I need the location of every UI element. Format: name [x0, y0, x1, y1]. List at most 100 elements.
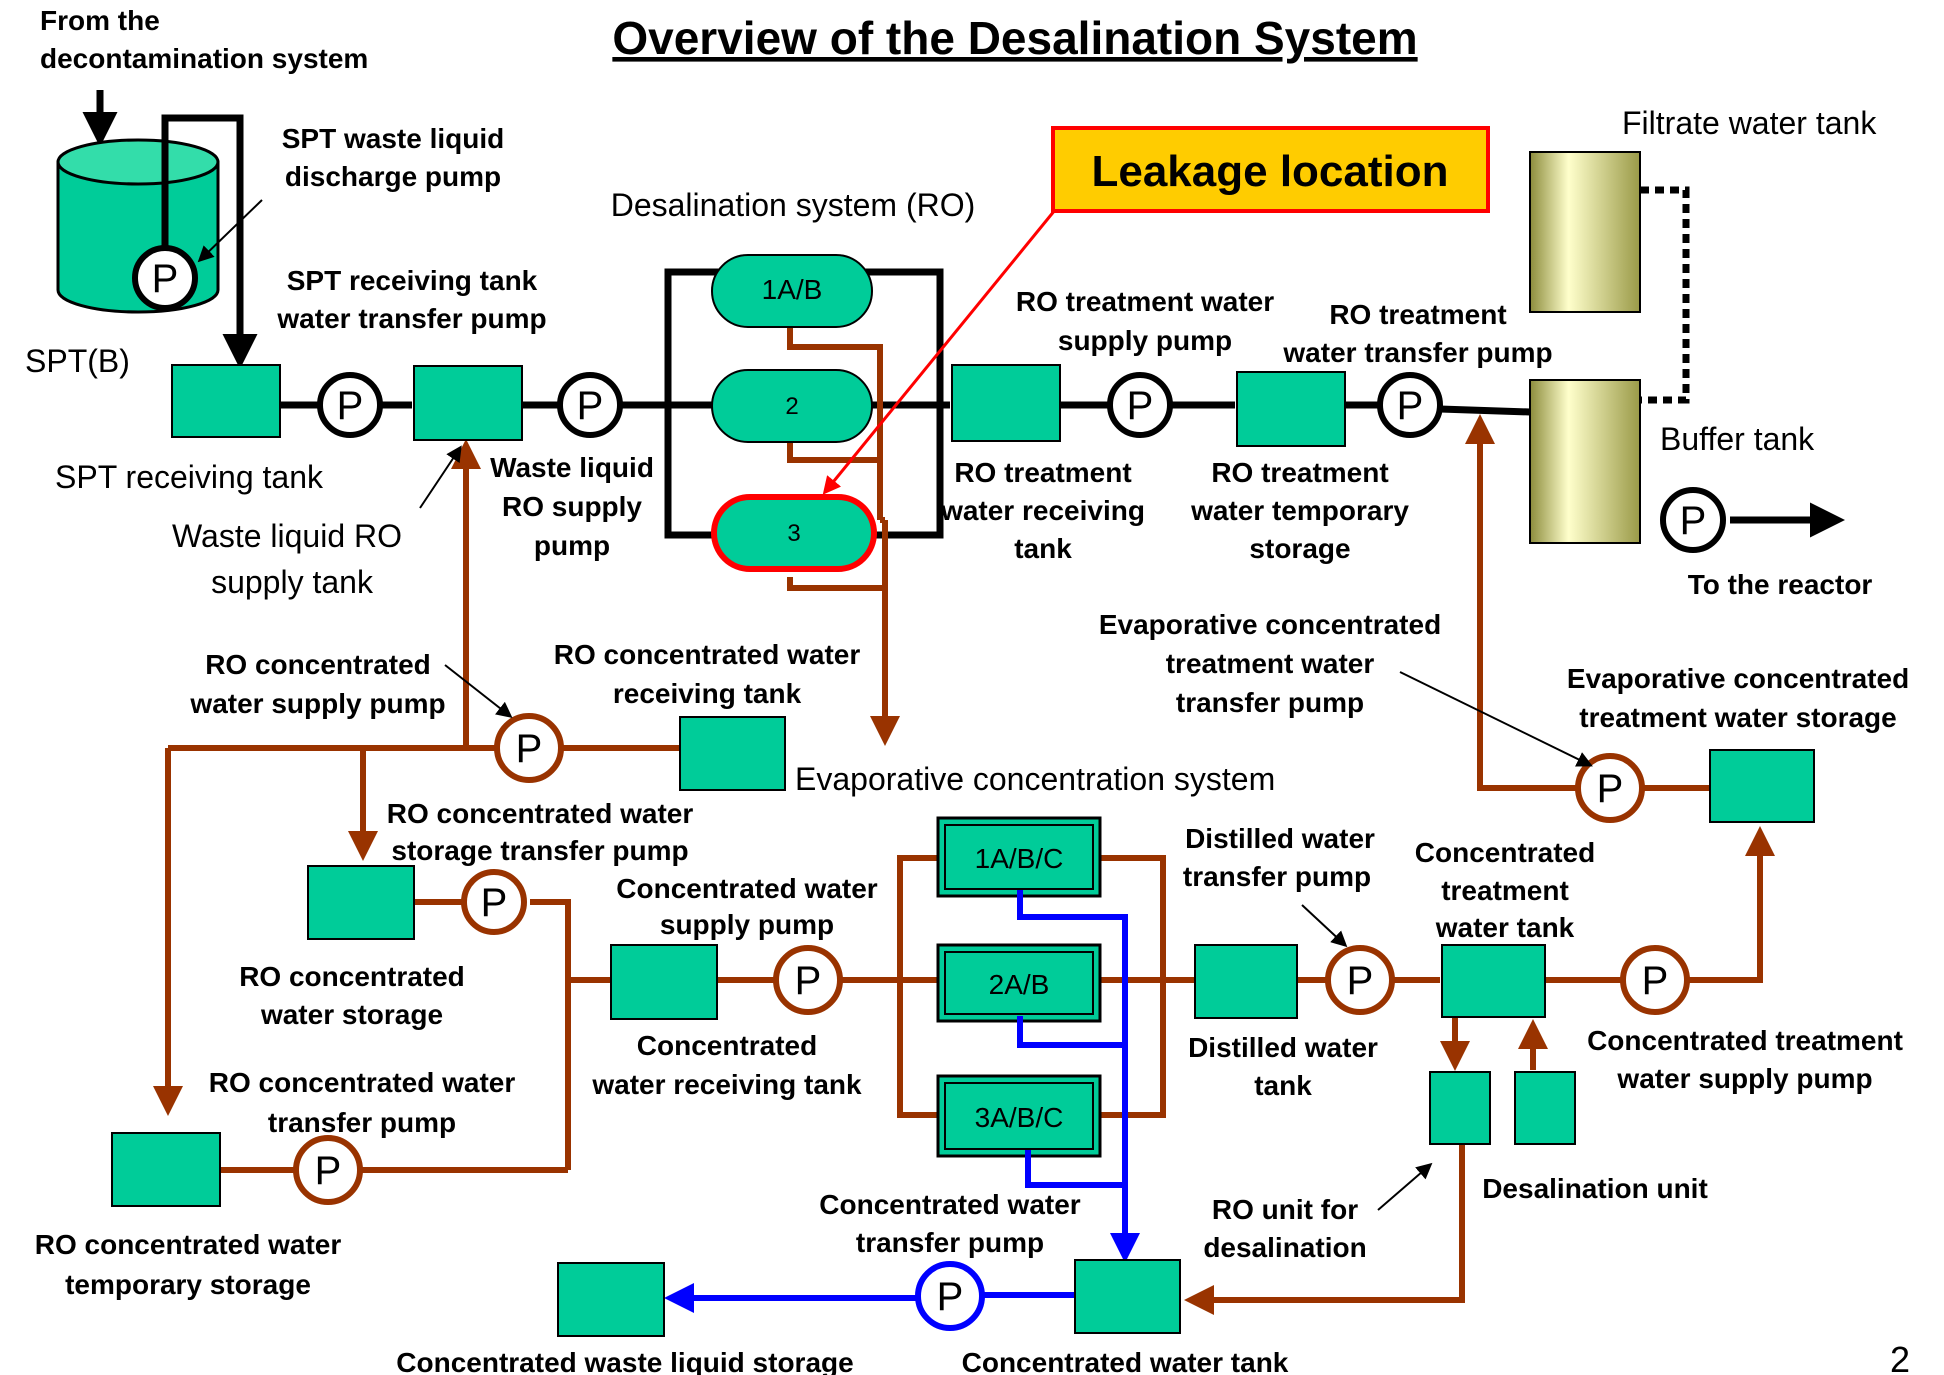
svg-text:storage transfer pump: storage transfer pump — [391, 835, 688, 866]
spt-receiving-tank-box — [171, 364, 281, 438]
conc-supply-pump — [773, 945, 843, 1015]
ro-conc-receiving-tank-box — [679, 716, 786, 791]
waste-ro-supply-pump — [557, 372, 623, 438]
buffer-tank — [1529, 379, 1641, 544]
spt-waste-discharge-pump — [132, 245, 198, 311]
svg-text:treatment water storage: treatment water storage — [1579, 702, 1896, 733]
svg-text:tank: tank — [1014, 533, 1072, 564]
ro-conc-temp-box — [111, 1132, 221, 1207]
svg-text:transfer pump: transfer pump — [268, 1107, 456, 1138]
svg-text:SPT waste liquid: SPT waste liquid — [282, 123, 504, 154]
svg-text:SPT(B): SPT(B) — [25, 343, 130, 379]
evap-conc-transfer-pump — [1575, 753, 1645, 823]
ro-treatment-supply-pump — [1107, 372, 1173, 438]
svg-text:Buffer tank: Buffer tank — [1660, 421, 1815, 457]
svg-text:transfer pump: transfer pump — [1176, 687, 1364, 718]
svg-text:Filtrate water tank: Filtrate water tank — [1622, 105, 1877, 141]
svg-text:water supply pump: water supply pump — [189, 688, 445, 719]
svg-text:RO unit for: RO unit for — [1212, 1194, 1358, 1225]
ro-treatment-transfer-pump — [1377, 372, 1443, 438]
ro-conc-storage-box — [307, 865, 415, 940]
svg-text:Concentrated water tank: Concentrated water tank — [962, 1347, 1289, 1375]
evap-blue-stubs — [1017, 890, 1031, 1185]
svg-text:Desalination system (RO): Desalination system (RO) — [611, 187, 976, 223]
svg-text:P: P — [1680, 499, 1707, 543]
conc-waste-storage-box — [557, 1262, 665, 1337]
leakage-callout-box — [1051, 126, 1490, 213]
ro-vessel-2-label: 2 — [785, 393, 798, 420]
reactor-feed-pump — [1660, 487, 1726, 553]
svg-text:supply pump: supply pump — [660, 909, 834, 940]
svg-text:Evaporative concentrated: Evaporative concentrated — [1567, 663, 1909, 694]
ro-treatment-receiving-tank-box — [951, 364, 1061, 442]
svg-text:RO concentrated: RO concentrated — [205, 649, 431, 680]
ro-vessel-3-label: 3 — [787, 520, 800, 547]
svg-text:Desalination unit: Desalination unit — [1482, 1173, 1708, 1204]
svg-text:P: P — [795, 959, 822, 1003]
svg-text:discharge pump: discharge pump — [285, 161, 501, 192]
svg-text:SPT receiving tank: SPT receiving tank — [287, 265, 538, 296]
svg-text:water transfer pump: water transfer pump — [276, 303, 546, 334]
svg-text:RO concentrated water: RO concentrated water — [554, 639, 861, 670]
pumps — [132, 245, 1726, 1331]
evap-1-label: 1A/B/C — [975, 843, 1064, 874]
svg-text:Concentrated treatment: Concentrated treatment — [1587, 1025, 1903, 1056]
svg-text:Waste liquid RO: Waste liquid RO — [172, 518, 402, 554]
evap-2-label: 2A/B — [989, 969, 1050, 1000]
svg-text:transfer pump: transfer pump — [1183, 861, 1371, 892]
ro-conc-supply-pump — [494, 713, 564, 783]
distilled-tank-box — [1194, 944, 1298, 1019]
svg-text:RO concentrated water: RO concentrated water — [35, 1229, 342, 1260]
svg-text:RO treatment: RO treatment — [1329, 299, 1506, 330]
svg-text:To the reactor: To the reactor — [1688, 569, 1873, 600]
svg-text:P: P — [1597, 767, 1624, 811]
filtrate-water-tank — [1529, 151, 1641, 313]
svg-text:Concentrated: Concentrated — [1415, 837, 1595, 868]
svg-text:RO concentrated water: RO concentrated water — [387, 798, 694, 829]
svg-text:P: P — [577, 384, 604, 428]
page-title: Overview of the Desalination System — [612, 12, 1417, 64]
svg-text:Distilled water: Distilled water — [1188, 1032, 1378, 1063]
svg-text:water transfer pump: water transfer pump — [1282, 337, 1552, 368]
ro-vessel-1-label: 1A/B — [762, 274, 823, 305]
evaporators — [936, 816, 1102, 1158]
ro-treatment-temp-box — [1236, 371, 1346, 447]
pump-letters: P P P P P P P P P P P P P P — [152, 257, 1707, 1319]
ro-vessels — [711, 254, 877, 572]
conc-water-tank-box — [1074, 1259, 1181, 1334]
svg-text:water storage: water storage — [260, 999, 443, 1030]
label-from-decon-2: decontamination system — [40, 43, 368, 74]
svg-text:supply tank: supply tank — [211, 564, 374, 600]
spt-receiving-transfer-pump — [317, 372, 383, 438]
svg-text:water receiving tank: water receiving tank — [591, 1069, 862, 1100]
leakage-pointer-arrow — [822, 209, 1057, 495]
svg-text:pump: pump — [534, 530, 610, 561]
svg-text:Concentrated: Concentrated — [637, 1030, 817, 1061]
tanks — [111, 364, 1815, 1337]
svg-text:supply pump: supply pump — [1058, 325, 1232, 356]
svg-text:RO treatment: RO treatment — [1211, 457, 1388, 488]
svg-text:P: P — [337, 384, 364, 428]
svg-text:temporary storage: temporary storage — [65, 1269, 311, 1300]
desal-unit-right-box — [1514, 1071, 1576, 1145]
conc-water-transfer-pump — [915, 1261, 985, 1331]
svg-text:P: P — [1397, 384, 1424, 428]
svg-text:P: P — [1127, 384, 1154, 428]
filtrate-buffer-link — [1640, 186, 1690, 404]
svg-text:SPT receiving tank: SPT receiving tank — [55, 459, 324, 495]
svg-text:Distilled water: Distilled water — [1185, 823, 1375, 854]
svg-text:treatment: treatment — [1441, 875, 1569, 906]
ro-conc-storage-transfer-pump — [461, 869, 527, 935]
desal-unit-left-box — [1429, 1071, 1491, 1145]
svg-text:treatment water: treatment water — [1166, 648, 1375, 679]
distilled-transfer-pump — [1325, 945, 1395, 1015]
svg-text:P: P — [152, 257, 179, 301]
svg-text:water receiving: water receiving — [940, 495, 1145, 526]
svg-text:Concentrated water: Concentrated water — [819, 1189, 1080, 1220]
svg-text:desalination: desalination — [1203, 1232, 1366, 1263]
svg-text:water supply pump: water supply pump — [1616, 1063, 1872, 1094]
svg-text:tank: tank — [1254, 1070, 1312, 1101]
evap-3-label: 3A/B/C — [975, 1102, 1064, 1133]
conc-receiving-tank-box — [610, 944, 718, 1020]
svg-text:water temporary: water temporary — [1190, 495, 1409, 526]
